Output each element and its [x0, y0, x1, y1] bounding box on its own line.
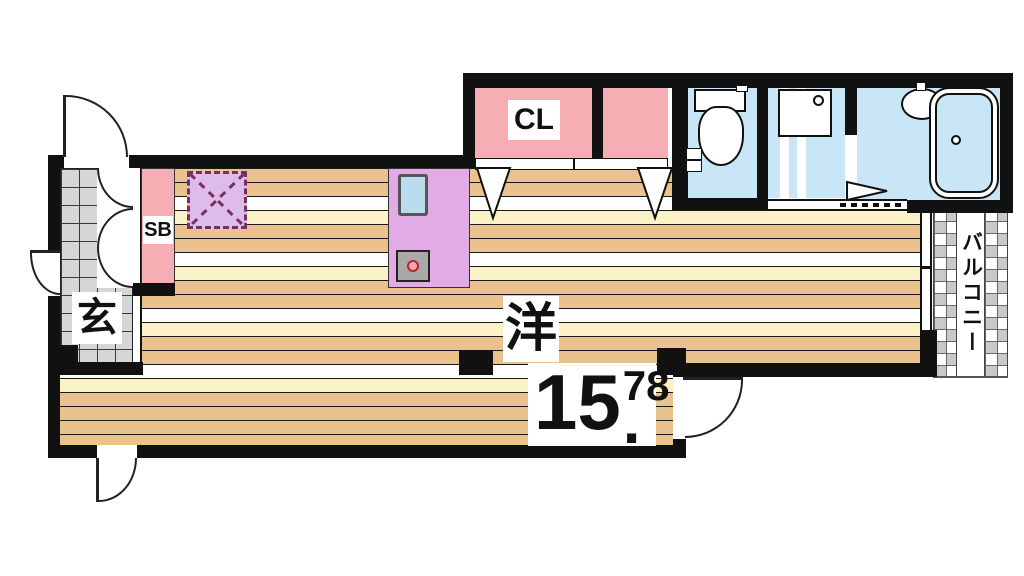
- wall-toilet-left: [672, 73, 688, 210]
- wall-shoebox-stub: [133, 283, 175, 296]
- bathroom-door-icon: [846, 180, 888, 202]
- wall-bottom-right: [683, 363, 937, 377]
- closet-right: [603, 88, 668, 158]
- wall-top-right: [463, 73, 1013, 88]
- balcony-window: [920, 213, 932, 330]
- bottom-right-door-opening: [673, 377, 686, 439]
- laundry-pan-stripe: [780, 88, 789, 198]
- washer-dial-icon: [813, 95, 824, 106]
- pillar-room-right: [657, 348, 686, 375]
- shoebox-label: SB: [143, 216, 173, 244]
- left-door-swing: [30, 253, 60, 295]
- pillar-genkan: [55, 345, 78, 375]
- bottom-left-door-swing: [99, 458, 137, 502]
- room-size-dot: .: [622, 385, 641, 457]
- wall-top-left: [48, 155, 465, 168]
- sliding-door-track: [768, 199, 907, 211]
- wall-below-toilet: [672, 198, 768, 210]
- room-size-main: 15: [534, 358, 621, 446]
- bathtub-inner: [935, 93, 993, 193]
- closet-track-divider: [573, 159, 575, 169]
- wall-bottom-left: [48, 445, 686, 458]
- left-door-leaf: [30, 250, 60, 253]
- kitchen-stove: [396, 250, 430, 282]
- wall-right: [1000, 73, 1013, 213]
- bottom-right-door-swing: [685, 380, 743, 438]
- wall-left: [48, 155, 60, 458]
- room-size-sup: 78: [622, 362, 670, 409]
- wall-closet-mid-stub: [592, 88, 603, 158]
- entrance-door-opening: [64, 155, 129, 168]
- refrigerator-cross-icon: [188, 172, 246, 228]
- entrance-label: 玄: [72, 292, 122, 344]
- entrance-door-leaf: [63, 95, 66, 157]
- toilet-bowl: [698, 106, 744, 166]
- wall-bath-left-stub: [845, 88, 857, 135]
- room-size-label: 15 78 .: [528, 358, 669, 457]
- balcony-walkway: [957, 208, 984, 378]
- bottom-right-door-leaf: [683, 377, 743, 380]
- closet-track: [475, 158, 668, 170]
- bottom-left-door-leaf: [96, 458, 99, 502]
- stove-burner-icon: [407, 260, 419, 272]
- laundry-pan-stripe: [797, 88, 806, 198]
- folding-door-icon: [636, 167, 674, 222]
- bottom-left-door-opening: [97, 445, 137, 458]
- toilet-paper-holder: [686, 148, 702, 160]
- wall-closet-left: [463, 73, 475, 168]
- toilet-paper-holder: [686, 160, 702, 172]
- bathtub: [929, 87, 999, 199]
- window-sash-tick: [922, 266, 930, 269]
- bathtub-drain-icon: [951, 135, 961, 145]
- main-room-label: 洋: [503, 296, 559, 362]
- sliding-door-dashes: [840, 203, 904, 207]
- washing-machine: [778, 89, 832, 137]
- closet-label: CL: [508, 100, 560, 140]
- balcony-tiles-right: [984, 208, 1008, 378]
- bathroom-faucet-icon: [916, 82, 926, 91]
- refrigerator-space: [187, 171, 247, 229]
- wall-toilet-right: [757, 88, 768, 210]
- wall-window-end-pillar: [920, 330, 937, 377]
- toilet-flush-handle: [736, 85, 748, 92]
- pillar-room-left: [459, 350, 493, 375]
- balcony-bottom-edge: [933, 376, 1008, 378]
- wall-below-bath: [907, 200, 1013, 213]
- balcony-label: バルコニー: [959, 230, 983, 356]
- kitchen-sink: [398, 174, 428, 216]
- folding-door-icon: [475, 167, 512, 222]
- entrance-door-swing: [66, 95, 128, 157]
